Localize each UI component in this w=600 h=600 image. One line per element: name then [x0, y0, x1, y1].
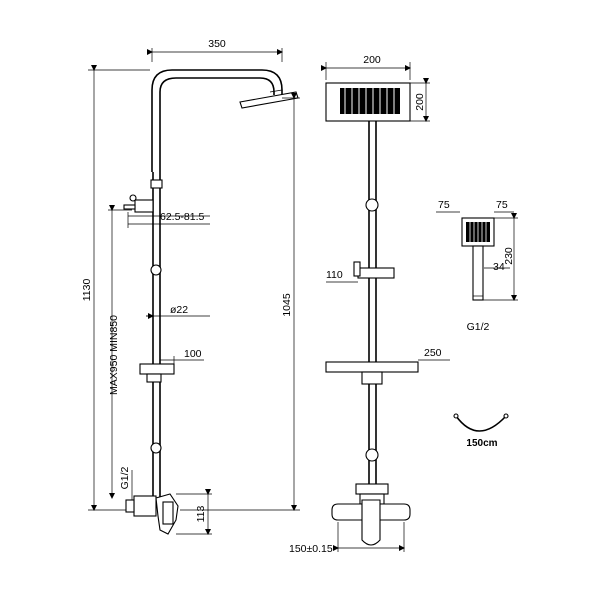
shelf: 250 [325, 347, 450, 385]
dim-riser-height: 1045 [281, 293, 293, 317]
riser-pipe [123, 172, 175, 500]
hand-shower-holder: 110 [326, 261, 395, 283]
dim-hand-thread: G1/2 [467, 321, 490, 333]
side-view: 350 1130 1045 MAX950 MIN850 62.5-81.5 ø2… [81, 38, 300, 535]
dim-hand-offset: 34 [493, 261, 505, 273]
dim-slider-depth: 100 [184, 348, 202, 360]
hose-length: 150cm [466, 438, 497, 449]
dim-hand-width-right: 75 [496, 199, 508, 211]
side-mixer [125, 493, 179, 535]
dim-shelf-width: 250 [424, 347, 442, 359]
dim-inlet-thread: G1/2 [119, 466, 131, 489]
dim-pipe-diameter: ø22 [170, 304, 188, 316]
dim-arm-reach: 350 [208, 38, 226, 50]
dim-mixer-depth: 113 [195, 505, 207, 522]
dim-total-height: 1130 [81, 279, 93, 302]
hose: 150cm [453, 413, 509, 449]
dim-hand-width-left: 75 [438, 199, 450, 211]
hand-shower-detail: 75 75 230 34 G1/2 [436, 199, 518, 333]
front-view: 110 250 200 200 150±0.15 [289, 54, 450, 555]
front-mixer [331, 483, 411, 546]
dim-height-range: MAX950 MIN850 [108, 315, 120, 395]
dim-inlet-centers: 150±0.15 [289, 543, 333, 555]
dim-diverter-range: 62.5-81.5 [160, 211, 205, 223]
dim-head-width: 200 [363, 54, 381, 66]
dim-hand-height: 230 [503, 247, 515, 265]
overhead-arm [151, 69, 299, 172]
dim-head-depth: 200 [414, 93, 426, 111]
dim-holder-width: 110 [326, 269, 343, 281]
rain-head [325, 82, 411, 122]
